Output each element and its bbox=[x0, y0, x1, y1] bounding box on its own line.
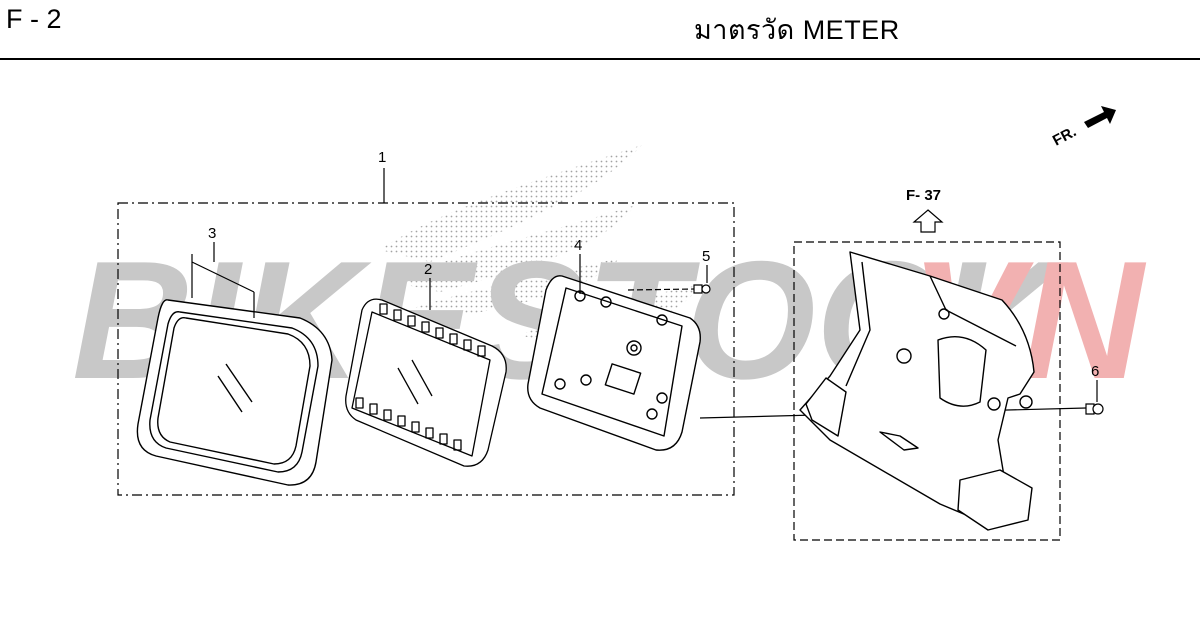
meter-visor bbox=[799, 251, 1035, 531]
front-arrow-icon bbox=[1084, 106, 1116, 128]
header-divider bbox=[0, 58, 1200, 60]
reference-arrow-icon bbox=[912, 209, 944, 233]
part-3-meter-cover bbox=[136, 299, 333, 486]
callout-part-6: 6 bbox=[1091, 363, 1099, 380]
front-marker-label: FR. bbox=[1050, 123, 1079, 149]
part-6-bolt bbox=[1085, 403, 1104, 415]
page-reference: F- 37 bbox=[906, 187, 941, 204]
callout-part-2: 2 bbox=[424, 261, 432, 278]
callout-part-4: 4 bbox=[574, 237, 582, 254]
front-marker: FR. bbox=[1050, 106, 1116, 150]
assembly-box-part-1 bbox=[117, 202, 735, 496]
page-title: มาตรวัด METER bbox=[694, 15, 900, 45]
callout-part-3: 3 bbox=[208, 225, 216, 242]
visor-box bbox=[793, 241, 1061, 541]
part-4-meter-case bbox=[527, 275, 701, 451]
callout-part-5: 5 bbox=[702, 248, 710, 265]
page-code: F - 2 bbox=[6, 4, 62, 34]
leader-part-3c bbox=[191, 261, 255, 293]
part-5-screw bbox=[627, 284, 711, 294]
callout-part-1: 1 bbox=[378, 149, 386, 166]
part-2-meter-panel bbox=[345, 298, 507, 467]
